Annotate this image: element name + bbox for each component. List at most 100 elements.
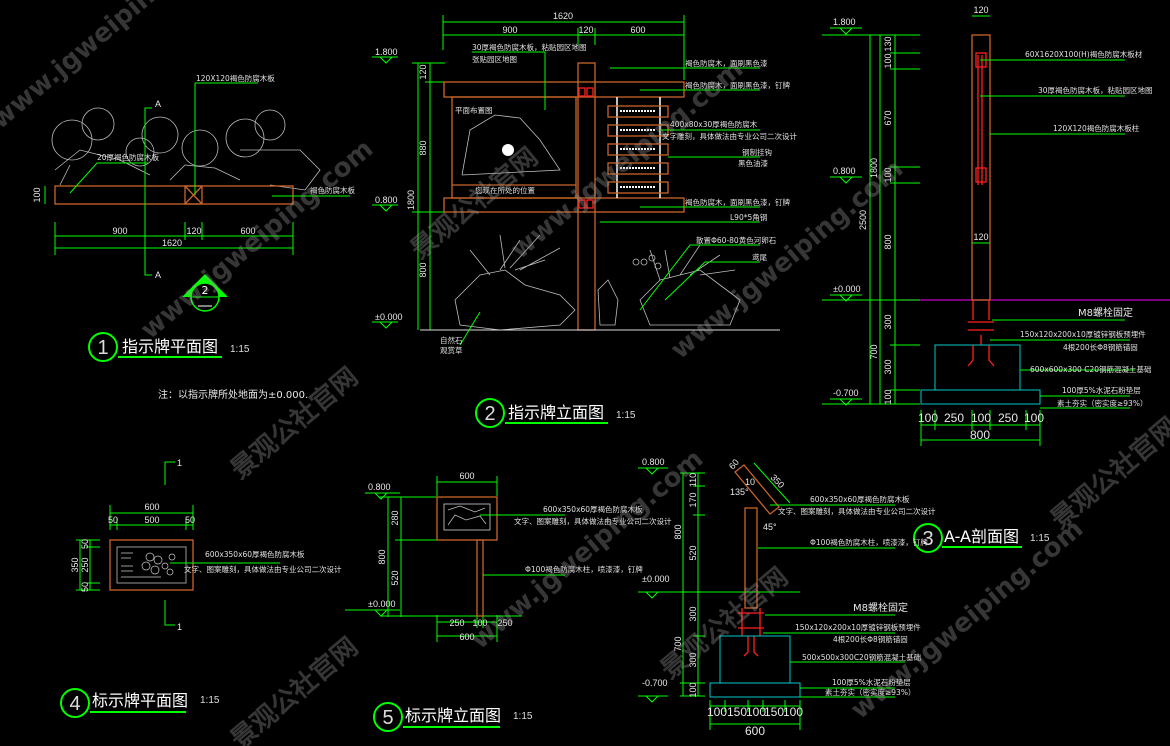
reference-marker: 2 [182, 274, 228, 312]
dim-text: 880 [418, 140, 428, 155]
dim-text: 50 [108, 515, 118, 525]
ref-number: 2 [202, 284, 209, 297]
elevation-mark: ±0.000 [833, 284, 860, 294]
drawing-3-section-a-a: 120 120 130 100 670 100 800 300 300 100 … [822, 5, 1170, 553]
drawing-number-circle [913, 523, 943, 553]
dim-text: 250 [944, 411, 964, 425]
dim-text: 800 [418, 262, 428, 277]
elevation-marks: 1.800 0.800 ±0.000 [372, 47, 402, 329]
annotation: 褐色防腐木，面刷黑色漆，钉牌 [685, 197, 790, 207]
drawing-scale: 1:15 [1030, 533, 1050, 544]
map-title: 平面布置图 [455, 105, 493, 115]
watermark: 景观公社官网 [1045, 411, 1170, 535]
dim-text: 250 [497, 618, 512, 628]
dim-text: 50 [80, 582, 90, 592]
dim-text: 100 [883, 167, 893, 182]
watermark: 景观公社官网 [225, 361, 364, 485]
annotation: 500x500x300C20钢筋混凝土基础 [802, 652, 921, 662]
annotation: 素土夯实（密实度≥93%） [825, 687, 915, 697]
drawing-scale: 1:15 [616, 410, 636, 421]
annotation: 400x80x30厚褐色防腐木 [670, 119, 758, 129]
dim-text: 120 [973, 232, 988, 242]
annotation: 20厚褐色防腐木板 [97, 152, 160, 162]
drawing-number: 5 [382, 707, 393, 729]
watermark: www.jgweiping.com [505, 54, 749, 265]
dim-text: 600 [459, 471, 474, 481]
watermark: www.jgweiping.com [465, 444, 709, 655]
dim-text: 135° [730, 487, 749, 497]
location-dot [502, 144, 514, 156]
drawing-number: 1 [97, 337, 108, 359]
annotation: 文字、图案雕刻，具体做法由专业公司二次设计 [184, 564, 342, 574]
dim-text: 100 [883, 389, 893, 404]
shrub-symbols [51, 107, 321, 191]
annotation: 120X120褐色防腐木板 [196, 73, 275, 83]
dim-text: 100 [746, 705, 766, 719]
dim-text: 250 [449, 618, 464, 628]
dim-text: 100 [1024, 411, 1044, 425]
gravel-base [920, 389, 1041, 405]
drawing-note: 注：以指示牌所处地面为±0.000. [158, 388, 308, 401]
dim-text: 1800 [869, 158, 879, 178]
drawing-number: 4 [69, 693, 80, 715]
elevation-mark: -0.700 [833, 388, 859, 398]
elevation-marks: 1.800 0.800 ±0.000 -0.700 [830, 17, 862, 406]
drawing-6-small-sign-section: 0.800 ±0.000 -0.700 110 170 520 300 300 … [638, 457, 936, 738]
annotation: 600x600x300 C20钢筋混凝土基础 [1030, 364, 1152, 374]
section-mark: A [155, 99, 161, 109]
rocks-and-grass [454, 234, 741, 331]
dim-text: 1620 [553, 11, 573, 21]
annotation: M8螺栓固定 [1078, 306, 1133, 319]
small-sign-post [476, 539, 484, 617]
annotation: 600x350x60厚褐色防腐木板 [810, 494, 910, 504]
concrete-footing [719, 635, 791, 684]
map-panel [451, 96, 577, 199]
dim-text: 600 [459, 632, 474, 642]
sign-graphic [121, 552, 176, 578]
dim-text: 350 [769, 472, 787, 490]
annotation: 100厚5%水泥石粉垫层 [832, 677, 911, 687]
annotation: 文字雕刻，具体做法由专业公司二次设计 [662, 131, 797, 141]
small-sign-board [109, 539, 194, 591]
dim-text: 300 [688, 606, 698, 621]
section-mark: 1 [177, 458, 182, 468]
annotation: 4根200长Φ8钢筋锚固 [833, 634, 908, 644]
you-are-here-text: 您现在所处的位置 [475, 185, 535, 195]
dim-text: 2500 [858, 210, 868, 230]
drawing-scale: 1:15 [513, 711, 533, 722]
annotation: 素土夯实（密实度≥93%） [1057, 398, 1147, 408]
elevation-mark: 0.800 [833, 166, 856, 176]
annotation: 观赏草 [440, 345, 463, 355]
annotation: 自然石 [440, 335, 463, 345]
annotation: 600x350x60厚褐色防腐木板 [205, 549, 305, 559]
annotation: 600x350x60厚褐色防腐木板 [543, 504, 643, 514]
annotation: 4根200长Φ8钢筋锚固 [1063, 342, 1138, 352]
watermark: www.jgweiping.com [665, 154, 909, 365]
annotation: M8螺栓固定 [853, 601, 908, 614]
dim-text: 120 [418, 64, 428, 79]
dim-text: 700 [869, 344, 879, 359]
small-sign-post [744, 507, 758, 609]
section-mark: A [155, 270, 161, 280]
dim-text: 150 [727, 705, 747, 719]
dim-text: 1800 [406, 190, 416, 210]
watermark: 景观公社官网 [655, 561, 794, 685]
annotation: 60X1620X100(H)褐色防腐木板材 [1025, 49, 1143, 59]
watermark: 景观公社官网 [225, 631, 364, 746]
annotation: 鸢尾 [752, 252, 767, 262]
dim-text: 900 [502, 25, 517, 35]
annotation: 150x120x200x10厚镀锌钢板预埋件 [795, 622, 921, 632]
dim-text: 100 [783, 705, 803, 719]
annotation: 30厚褐色防腐木板，粘贴园区地图 [1038, 85, 1153, 95]
dim-text: 100 [707, 705, 727, 719]
dim-text: 700 [673, 636, 683, 651]
annotation: Φ100褐色防腐木柱，喷漆漆，钉牌 [525, 564, 643, 574]
annotation: 张贴园区地图 [472, 54, 517, 64]
dim-text: 50 [80, 539, 90, 549]
dim-text: 800 [883, 234, 893, 249]
dim-text: 100 [472, 618, 487, 628]
dim-text: 500 [144, 515, 159, 525]
dim-text: 800 [377, 549, 387, 564]
drawing-scale: 1:15 [200, 695, 220, 706]
